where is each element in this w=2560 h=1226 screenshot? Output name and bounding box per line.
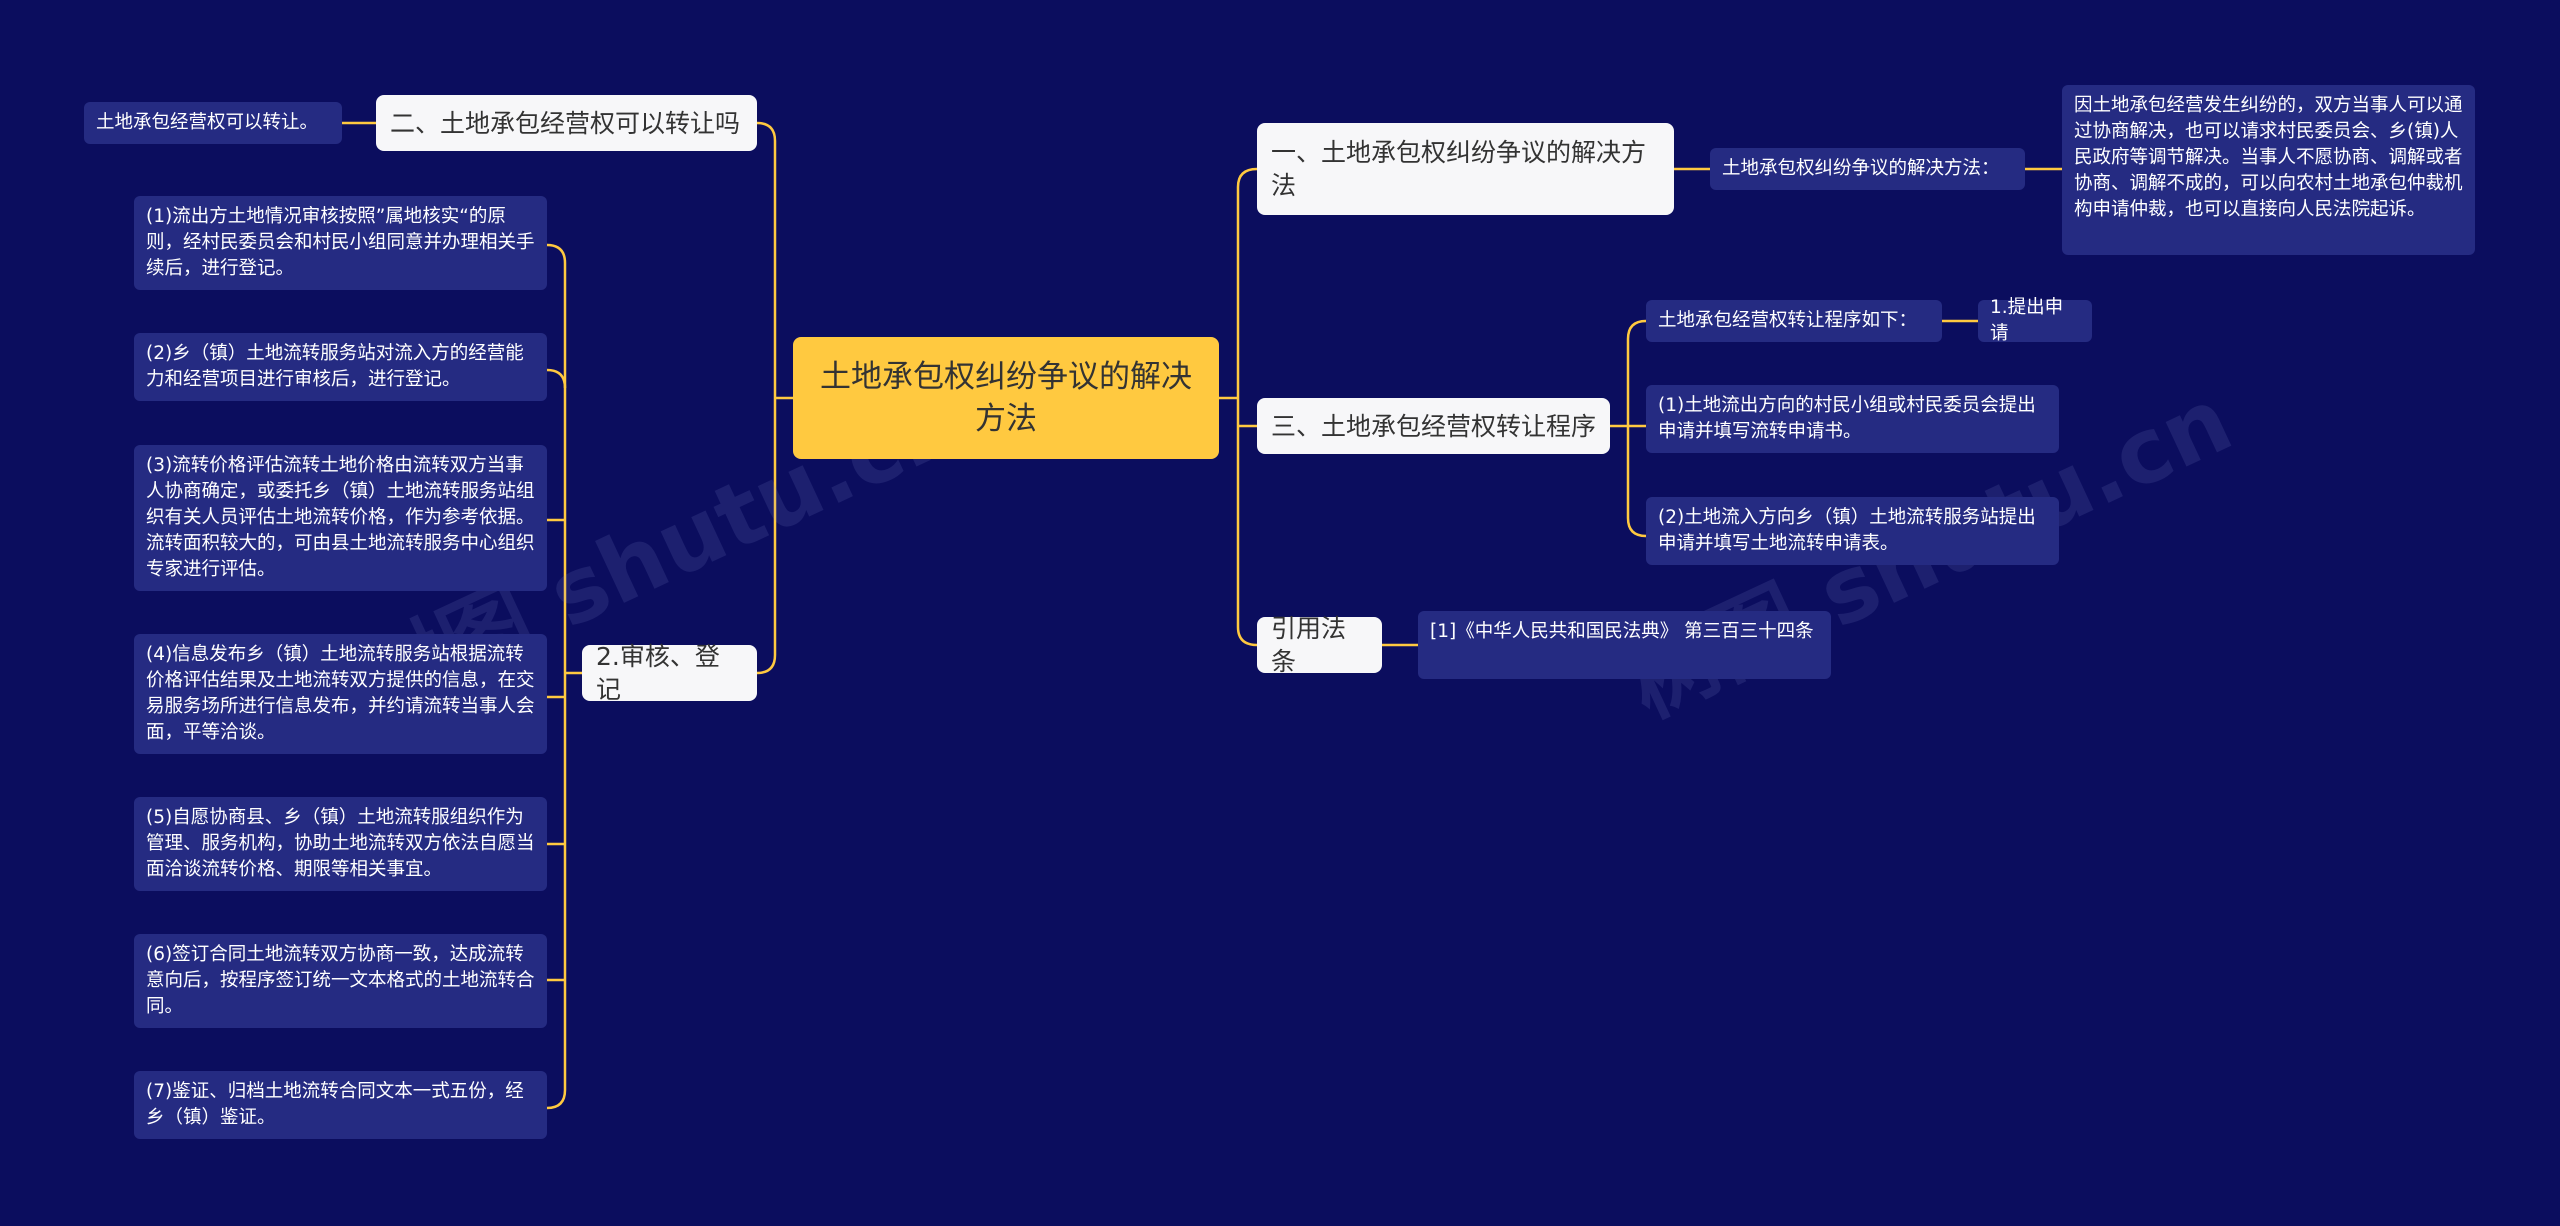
leaf-label: 土地承包权纠纷争议的解决方法：: [1722, 158, 2000, 179]
leaf-procedure-step-2[interactable]: (2)土地流入方向乡（镇）土地流转服务站提出申请并填写土地流转申请表。: [1646, 497, 2059, 565]
leaf-review-item-6[interactable]: (6)签订合同土地流转双方协商一致，达成流转意向后，按程序签订统一文本格式的土地…: [134, 934, 547, 1028]
leaf-label: (1)土地流出方向的村民小组或村民委员会提出申请并填写流转申请书。: [1658, 395, 2036, 442]
leaf-label: 1.提出申请: [1990, 297, 2064, 344]
leaf-label: (2)乡（镇）土地流转服务站对流入方的经营能力和经营项目进行审核后，进行登记。: [146, 343, 524, 390]
leaf-label: (6)签订合同土地流转双方协商一致，达成流转意向后，按程序签订统一文本格式的土地…: [146, 944, 535, 1017]
branch-label: 三、土地承包经营权转让程序: [1271, 411, 1597, 441]
leaf-cited-law[interactable]: [1]《中华人民共和国民法典》 第三百三十四条: [1418, 611, 1831, 679]
leaf-label: (3)流转价格评估流转土地价格由流转双方当事人协商确定，或委托乡（镇）土地流转服…: [146, 455, 535, 580]
leaf-review-item-2[interactable]: (2)乡（镇）土地流转服务站对流入方的经营能力和经营项目进行审核后，进行登记。: [134, 333, 547, 401]
leaf-label: [1]《中华人民共和国民法典》 第三百三十四条: [1430, 621, 1814, 642]
leaf-resolution-methods[interactable]: 土地承包权纠纷争议的解决方法：: [1710, 148, 2025, 190]
leaf-review-item-7[interactable]: (7)鉴证、归档土地流转合同文本一式五份，经乡（镇）鉴证。: [134, 1071, 547, 1139]
branch-label: 2.审核、登记: [596, 642, 720, 704]
leaf-label: (4)信息发布乡（镇）土地流转服务站根据流转价格评估结果及土地流转双方提供的信息…: [146, 644, 535, 743]
branch-label: 引用法条: [1271, 614, 1347, 676]
branch-cited-law[interactable]: 引用法条: [1257, 614, 1382, 676]
branch-review-register[interactable]: 2.审核、登记: [582, 642, 757, 704]
branch-label: 二、土地承包经营权可以转让吗: [390, 108, 741, 138]
leaf-label: 土地承包经营权可以转让。: [96, 112, 319, 133]
leaf-resolution-detail[interactable]: 因土地承包经营发生纠纷的，双方当事人可以通过协商解决，也可以请求村民委员会、乡(…: [2062, 85, 2475, 255]
branch-dispute-resolution[interactable]: 一、土地承包权纠纷争议的解决方法: [1257, 123, 1674, 215]
root-topic[interactable]: 土地承包权纠纷争议的解决方法: [793, 337, 1219, 459]
leaf-label: 土地承包经营权转让程序如下：: [1658, 310, 1918, 331]
leaf-label: (5)自愿协商县、乡（镇）土地流转服组织作为管理、服务机构，协助土地流转双方依法…: [146, 807, 535, 880]
leaf-procedure-intro[interactable]: 土地承包经营权转让程序如下：: [1646, 300, 1942, 342]
leaf-review-item-4[interactable]: (4)信息发布乡（镇）土地流转服务站根据流转价格评估结果及土地流转双方提供的信息…: [134, 634, 547, 754]
leaf-procedure-step-1[interactable]: (1)土地流出方向的村民小组或村民委员会提出申请并填写流转申请书。: [1646, 385, 2059, 453]
root-topic-label: 土地承包权纠纷争议的解决方法: [820, 359, 1192, 437]
leaf-label: (2)土地流入方向乡（镇）土地流转服务站提出申请并填写土地流转申请表。: [1658, 507, 2036, 554]
leaf-review-item-5[interactable]: (5)自愿协商县、乡（镇）土地流转服组织作为管理、服务机构，协助土地流转双方依法…: [134, 797, 547, 891]
leaf-review-item-3[interactable]: (3)流转价格评估流转土地价格由流转双方当事人协商确定，或委托乡（镇）土地流转服…: [134, 445, 547, 591]
branch-label: 一、土地承包权纠纷争议的解决方法: [1271, 138, 1647, 200]
leaf-label: 因土地承包经营发生纠纷的，双方当事人可以通过协商解决，也可以请求村民委员会、乡(…: [2074, 95, 2463, 220]
leaf-label: (7)鉴证、归档土地流转合同文本一式五份，经乡（镇）鉴证。: [146, 1081, 524, 1128]
leaf-label: (1)流出方土地情况审核按照”属地核实“的原则，经村民委员会和村民小组同意并办理…: [146, 206, 535, 279]
branch-transfer-procedure[interactable]: 三、土地承包经营权转让程序: [1257, 398, 1610, 454]
branch-transfer-question[interactable]: 二、土地承包经营权可以转让吗: [376, 95, 757, 151]
leaf-transfer-answer[interactable]: 土地承包经营权可以转让。: [84, 102, 342, 144]
leaf-submit-application[interactable]: 1.提出申请: [1978, 297, 2092, 344]
leaf-review-item-1[interactable]: (1)流出方土地情况审核按照”属地核实“的原则，经村民委员会和村民小组同意并办理…: [134, 196, 547, 290]
